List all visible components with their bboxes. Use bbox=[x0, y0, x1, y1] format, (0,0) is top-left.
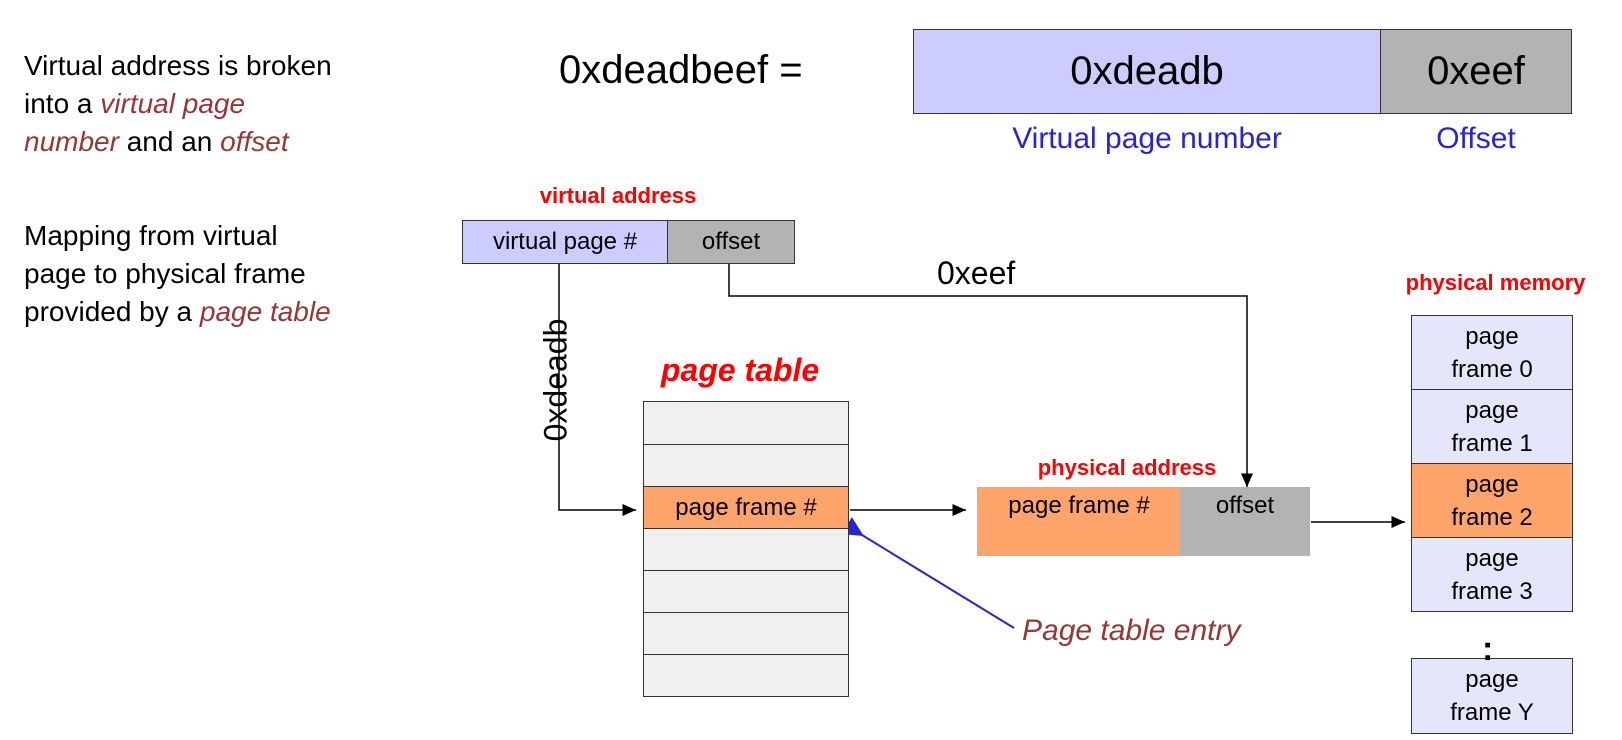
page-table-entry-callout: Page table entry bbox=[1022, 614, 1241, 647]
intro-line3: and an bbox=[118, 126, 221, 157]
mapping-emphasis-page-table: page table bbox=[199, 296, 331, 327]
mapping-text: Mapping from virtual page to physical fr… bbox=[24, 217, 404, 331]
page-table-row bbox=[643, 528, 849, 571]
full-address: 0xdeadbeef = bbox=[559, 48, 803, 92]
intro-text: Virtual address is broken into a virtual… bbox=[24, 47, 404, 161]
page-frame-line: frame 1 bbox=[1451, 429, 1533, 457]
page-frame-line: page bbox=[1465, 396, 1519, 424]
physical-offset-field: offset bbox=[1180, 487, 1310, 556]
page-frame-1: page frame 1 bbox=[1411, 389, 1573, 464]
page-frame-line: page bbox=[1465, 322, 1519, 350]
page-table: page frame # bbox=[643, 401, 849, 697]
virtual-offset-field: offset bbox=[667, 220, 795, 264]
physical-memory: page frame 0 page frame 1 page frame 2 p… bbox=[1411, 315, 1573, 612]
physical-address-title: physical address bbox=[1037, 455, 1217, 480]
intro-line2: into a bbox=[24, 88, 101, 119]
page-frame-y: page frame Y bbox=[1411, 658, 1573, 734]
intro-emphasis-number: number bbox=[24, 126, 119, 157]
page-frame-line: frame 2 bbox=[1451, 503, 1533, 531]
physical-frame-field: page frame # bbox=[977, 487, 1181, 556]
physical-memory-title: physical memory bbox=[1405, 270, 1586, 295]
page-frame-line: frame Y bbox=[1450, 699, 1534, 726]
vpn-to-pagetable-arrow bbox=[558, 264, 636, 516]
mapping-line3: provided by a bbox=[24, 296, 200, 327]
vpn-arrow-label: 0xdeadb bbox=[537, 318, 574, 442]
memory-ellipsis: : bbox=[1482, 630, 1494, 668]
page-frame-line: frame 0 bbox=[1451, 355, 1533, 383]
offset-value-box: 0xeef bbox=[1380, 29, 1572, 114]
intro-line1: Virtual address is broken bbox=[24, 50, 332, 81]
virtual-vpn-field: virtual page # bbox=[462, 220, 668, 264]
page-frame-0: page frame 0 bbox=[1411, 315, 1573, 390]
intro-emphasis-virtual-page: virtual page bbox=[100, 88, 246, 119]
page-table-entry: page frame # bbox=[643, 486, 849, 529]
virtual-address-title: virtual address bbox=[539, 183, 697, 208]
page-frame-line: page bbox=[1465, 544, 1519, 572]
page-table-row bbox=[643, 654, 849, 697]
page-frame-line: frame 3 bbox=[1451, 577, 1533, 605]
page-frame-line: page bbox=[1465, 666, 1519, 693]
page-table-row bbox=[643, 612, 849, 655]
page-table-title: page table bbox=[660, 352, 820, 388]
page-frame-3: page frame 3 bbox=[1411, 537, 1573, 612]
page-table-row bbox=[643, 444, 849, 487]
page-table-row bbox=[643, 570, 849, 613]
page-table-row bbox=[643, 401, 849, 445]
mapping-line2: page to physical frame bbox=[24, 258, 306, 289]
intro-emphasis-offset: offset bbox=[220, 126, 289, 157]
offset-arrow-label: 0xeef bbox=[937, 255, 1016, 291]
page-frame-line: page bbox=[1465, 470, 1519, 498]
page-frame-2: page frame 2 bbox=[1411, 463, 1573, 538]
offset-caption: Offset bbox=[1436, 122, 1516, 155]
vpn-caption: Virtual page number bbox=[1012, 122, 1282, 155]
offset-to-physaddr-arrow bbox=[728, 264, 1253, 487]
mapping-line1: Mapping from virtual bbox=[24, 220, 278, 251]
pte-callout-arrow bbox=[841, 517, 1015, 629]
vpn-value-box: 0xdeadb bbox=[913, 29, 1381, 114]
